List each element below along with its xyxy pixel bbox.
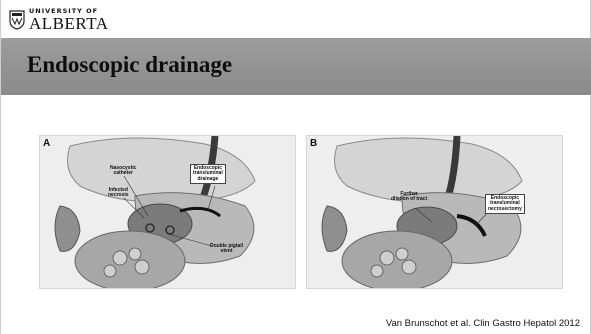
callout-endoscopic-necrosectomy: Endoscopic transluminal necrosectomy [485,194,525,214]
anatomy-illustration-a [40,136,295,288]
callout-endoscopic-drainage: Endoscopic transluminal drainage [190,164,226,184]
panel-a-label: A [43,138,50,149]
callout-nasocystic-catheter: Nasocystic catheter [110,166,136,177]
callout-infected-necrosis: Infected necrosis [108,188,129,199]
slide-title: Endoscopic drainage [27,52,232,78]
university-crest-icon [9,10,25,30]
figure-panel-a: A Nasocystic catheter Infected necrosis … [39,135,296,289]
callout-double-pigtail-stent: Double pigtail stent [210,244,243,255]
panel-b-label: B [310,138,317,149]
figure-panel-b: B Further dilation of tract Endoscopic t… [306,135,563,289]
logo-line-alberta: ALBERTA [29,15,109,32]
university-logo: UNIVERSITY OF ALBERTA [9,6,109,34]
citation: Van Brunschot et al. Clin Gastro Hepatol… [386,318,580,329]
callout-further-dilation: Further dilation of tract [391,192,427,203]
